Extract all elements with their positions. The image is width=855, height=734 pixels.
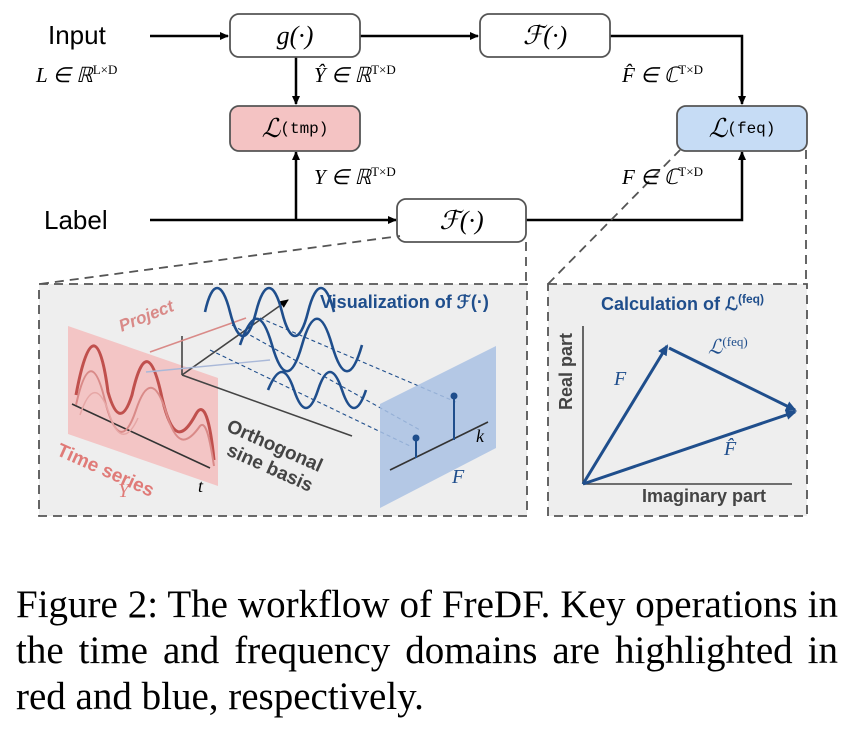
input-label: Input	[48, 20, 106, 50]
frequency-axis	[389, 421, 489, 471]
basis-dash-1	[231, 324, 421, 431]
sine-wave-1	[203, 286, 336, 338]
calc-title-text: Calculation of ℒ	[601, 294, 738, 314]
t-symbol: t	[198, 476, 204, 496]
time-series-main	[74, 344, 216, 461]
vector-fhat-label: F̂	[724, 438, 737, 460]
freq-point-2	[450, 392, 458, 400]
calc-panel	[547, 283, 808, 517]
y-math: Y ∈ ℝ	[314, 165, 372, 189]
input-math: L ∈ ℝL×D	[36, 62, 117, 88]
time-series-secondary	[75, 370, 215, 467]
frequency-plane	[380, 346, 496, 508]
f-bottom-box-label: ℱ(·)	[439, 205, 484, 235]
loss-feq-box	[676, 105, 808, 152]
zoom-line-left	[39, 235, 401, 285]
y-label: Y ∈ ℝT×D	[314, 164, 396, 190]
f-panel-symbol: F	[452, 466, 465, 488]
input-math-text: L ∈ ℝ	[36, 63, 93, 87]
yhat-math: Ŷ ∈ ℝ	[314, 63, 372, 87]
vector-f	[581, 344, 669, 485]
imaginary-part-label: Imaginary part	[642, 486, 767, 506]
loss-tmp-sup: (tmp)	[280, 119, 329, 138]
f-to-lossfeq-arrow	[526, 151, 746, 222]
fhat-label: F̂ ∈ ℂT×D	[622, 62, 703, 88]
vector-loss	[668, 346, 797, 412]
y-sup: T×D	[371, 164, 396, 179]
calc-panel-title: Calculation of ℒ(feq)	[601, 292, 764, 315]
y-symbol: Y	[118, 480, 130, 502]
project-line-1	[149, 317, 247, 353]
basis-axis-freq	[181, 299, 289, 376]
fhat-sup: T×D	[678, 62, 703, 77]
vector-loss-symbol: ℒ	[708, 336, 723, 359]
freq-point-1	[412, 434, 420, 442]
basis-dash-2	[209, 349, 411, 447]
vector-fhat	[582, 410, 797, 486]
time-axis	[71, 403, 211, 469]
time-series-plane	[68, 326, 218, 486]
viz-panel-title: Visualization of ℱ(·)	[320, 292, 489, 312]
g-box-label: g(·)	[276, 20, 314, 50]
input-math-sup: L×D	[92, 62, 118, 77]
f-label: F ∈ ℂT×D	[622, 164, 703, 190]
zoom-line-feq-left	[547, 149, 681, 285]
loss-tmp-box	[229, 105, 361, 152]
real-part-label: Real part	[556, 332, 576, 410]
f-top-box-label: ℱ(·)	[522, 20, 568, 50]
time-series-tertiary	[79, 392, 139, 435]
sine-wave-2	[238, 317, 364, 373]
fhat-to-lossfeq-arrow	[610, 34, 746, 105]
f-bottom-box	[396, 198, 527, 243]
loss-feq-label: ℒ(feq)	[677, 106, 807, 151]
fhat-math: F̂ ∈ ℂ	[622, 63, 679, 87]
basis-axis-depth	[181, 374, 353, 437]
label-label: Label	[44, 205, 108, 235]
sine-wave-3	[266, 370, 368, 410]
figure-caption: Figure 2: The workflow of FreDF. Key ope…	[16, 583, 838, 718]
yhat-label: Ŷ ∈ ℝT×D	[314, 62, 396, 88]
f-top-box	[479, 13, 611, 58]
k-symbol: k	[476, 426, 484, 446]
g-box	[229, 13, 361, 58]
loss-tmp-label: ℒ(tmp)	[230, 106, 360, 151]
vector-f-label: F	[614, 368, 627, 390]
calc-title-sup: (feq)	[737, 292, 764, 306]
loss-feq-sup: (feq)	[727, 119, 776, 138]
vector-loss-label: ℒ(feq)	[708, 334, 748, 360]
loss-feq-symbol: ℒ	[708, 113, 728, 143]
f-math: F ∈ ℂ	[622, 165, 679, 189]
yhat-sup: T×D	[371, 62, 396, 77]
f-sup: T×D	[678, 164, 703, 179]
vector-loss-sup: (feq)	[722, 334, 748, 349]
project-line-2	[145, 359, 271, 373]
loss-tmp-symbol: ℒ	[261, 113, 281, 143]
